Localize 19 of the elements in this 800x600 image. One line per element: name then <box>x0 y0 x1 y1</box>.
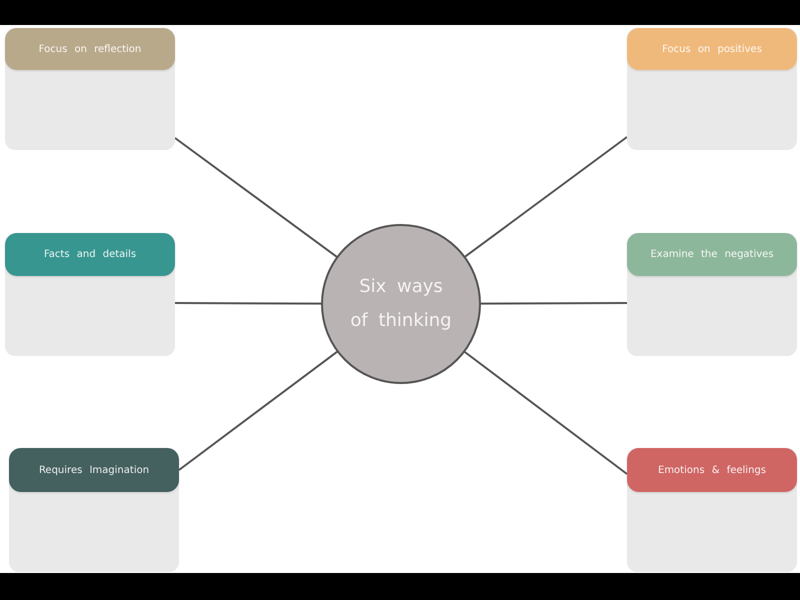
connector-line <box>464 136 628 258</box>
card-header: Examine the negatives <box>627 233 797 276</box>
connector-line <box>175 302 322 305</box>
topic-card <box>9 448 179 572</box>
connector-line <box>480 302 627 305</box>
card-header: Focus on positives <box>627 28 797 70</box>
card-header: Emotions & feelings <box>627 448 797 492</box>
topic-card <box>627 233 797 356</box>
card-header: Requires Imagination <box>9 448 179 492</box>
card-header: Facts and details <box>5 233 175 276</box>
card-header: Focus on reflection <box>5 28 175 70</box>
circle-title: Six ways of thinking <box>349 275 453 333</box>
topic-card <box>5 28 175 150</box>
connector-line <box>174 137 338 258</box>
connector-line <box>178 350 338 471</box>
topic-card <box>627 448 797 572</box>
topic-card <box>627 28 797 150</box>
connector-line <box>464 350 628 475</box>
topic-card <box>5 233 175 356</box>
